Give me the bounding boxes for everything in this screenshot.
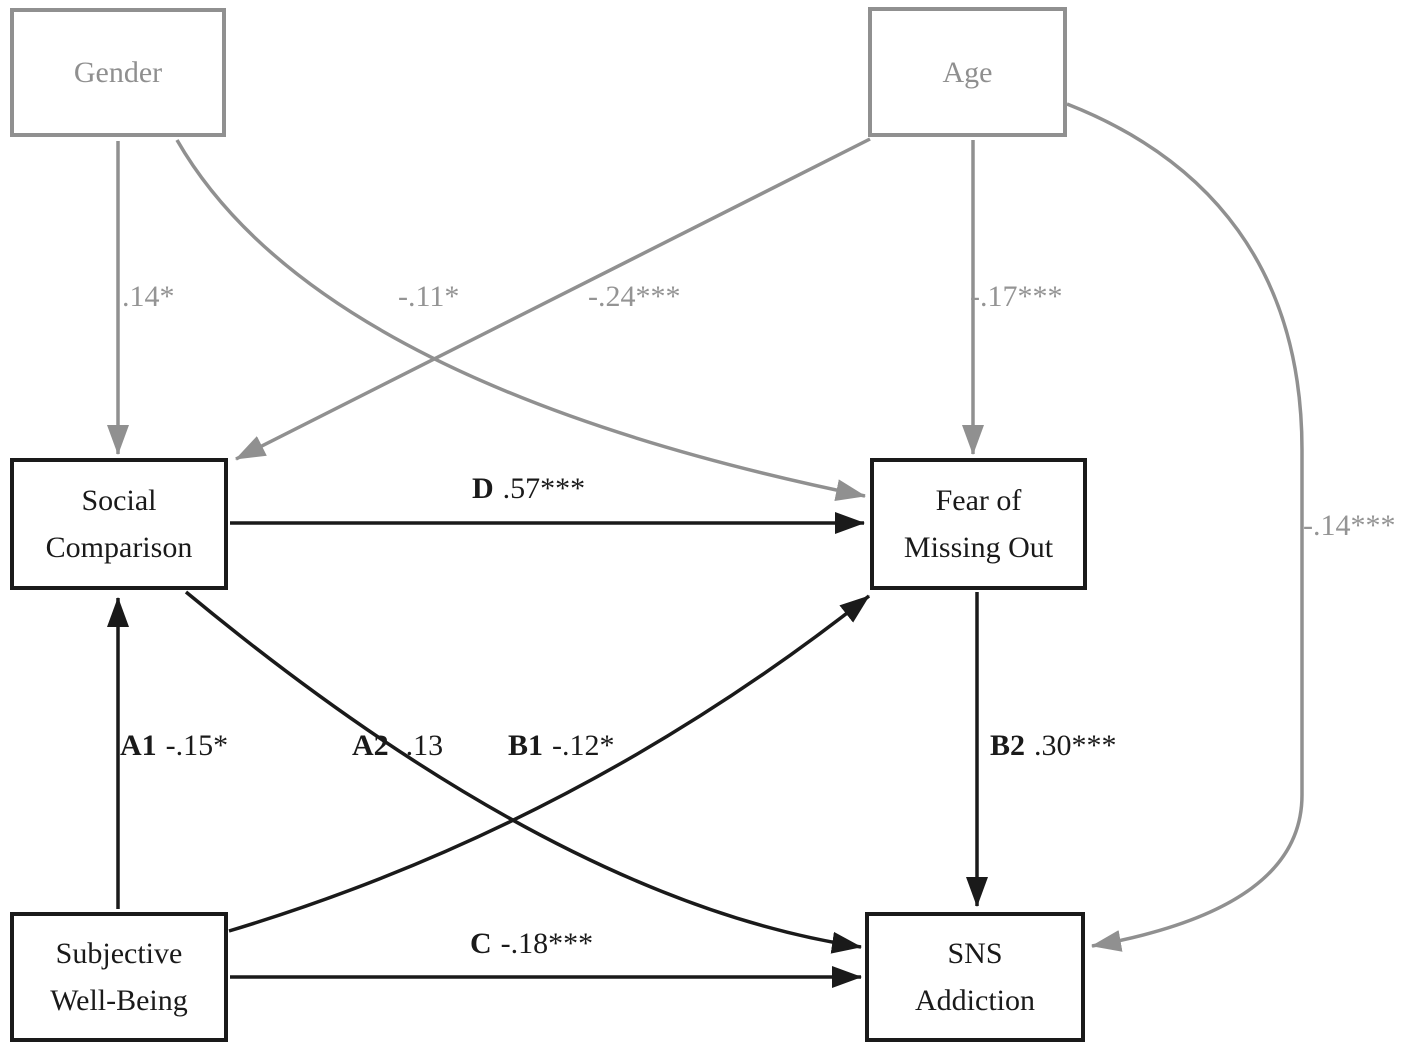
node-sns-addiction: SNS Addiction — [865, 912, 1085, 1042]
node-social-comparison-label-line1: Social — [81, 484, 157, 517]
coef-gender-to-social-comparison: .14* — [122, 280, 175, 313]
arrow-social-comparison-to-sns-addiction — [184, 590, 862, 954]
node-sns-label-line2: Addiction — [915, 984, 1035, 1017]
node-subjective-well-being: Subjective Well-Being — [10, 912, 228, 1042]
node-gender: Gender — [10, 8, 226, 137]
node-swb-label-line1: Subjective — [55, 937, 183, 970]
coef-letter-C: C — [470, 927, 492, 960]
coef-social-comparison-to-sns-addiction: A2 .13 — [352, 729, 443, 763]
coef-swb-to-fomo: B1-.12* — [508, 729, 615, 763]
node-sns-label-line1: SNS — [947, 937, 1003, 970]
coef-value-C: -.18*** — [500, 927, 594, 960]
coef-value-B2: .30*** — [1034, 729, 1117, 762]
arrow-swb-to-fear-of-missing-out — [228, 594, 871, 933]
coef-value-A2: .13 — [405, 729, 444, 762]
node-fomo-label-line1: Fear of — [935, 484, 1022, 517]
coef-fomo-to-sns-addiction: B2.30*** — [990, 729, 1117, 763]
coef-swb-to-sns-addiction: C-.18*** — [470, 927, 593, 961]
coef-letter-D: D — [472, 472, 494, 505]
coef-age-to-social-comparison: -.24*** — [588, 280, 681, 313]
node-fomo-label-line2: Missing Out — [903, 531, 1054, 564]
node-age: Age — [868, 7, 1067, 137]
coef-letter-B2: B2 — [990, 729, 1026, 762]
node-social-comparison-label-line2: Comparison — [45, 531, 193, 564]
coef-age-to-sns-addiction: -.14*** — [1303, 509, 1396, 542]
node-fear-of-missing-out: Fear of Missing Out — [870, 458, 1087, 590]
coef-swb-to-social-comparison: A1-.15* — [120, 729, 228, 763]
coef-letter-B1: B1 — [508, 729, 544, 762]
coef-letter-A2: A2 — [352, 729, 389, 762]
arrow-gender-to-fear-of-missing-out — [175, 139, 866, 501]
coef-value-A1: -.15* — [165, 729, 229, 762]
coef-age-to-fomo: -.17*** — [970, 280, 1063, 313]
coef-value-B1: -.12* — [552, 729, 615, 762]
node-age-label: Age — [942, 55, 993, 89]
coef-letter-A1: A1 — [120, 729, 157, 762]
coef-gender-to-fomo: -.11* — [398, 280, 460, 313]
node-social-comparison: Social Comparison — [10, 458, 228, 590]
node-gender-label: Gender — [73, 56, 163, 89]
coef-social-comparison-to-fomo: D.57*** — [472, 472, 585, 506]
arrow-age-to-social-comparison — [235, 137, 871, 461]
coef-value-D: .57*** — [502, 472, 586, 505]
arrow-age-to-sns-addiction — [1066, 102, 1304, 952]
node-swb-label-line2: Well-Being — [50, 984, 188, 1017]
